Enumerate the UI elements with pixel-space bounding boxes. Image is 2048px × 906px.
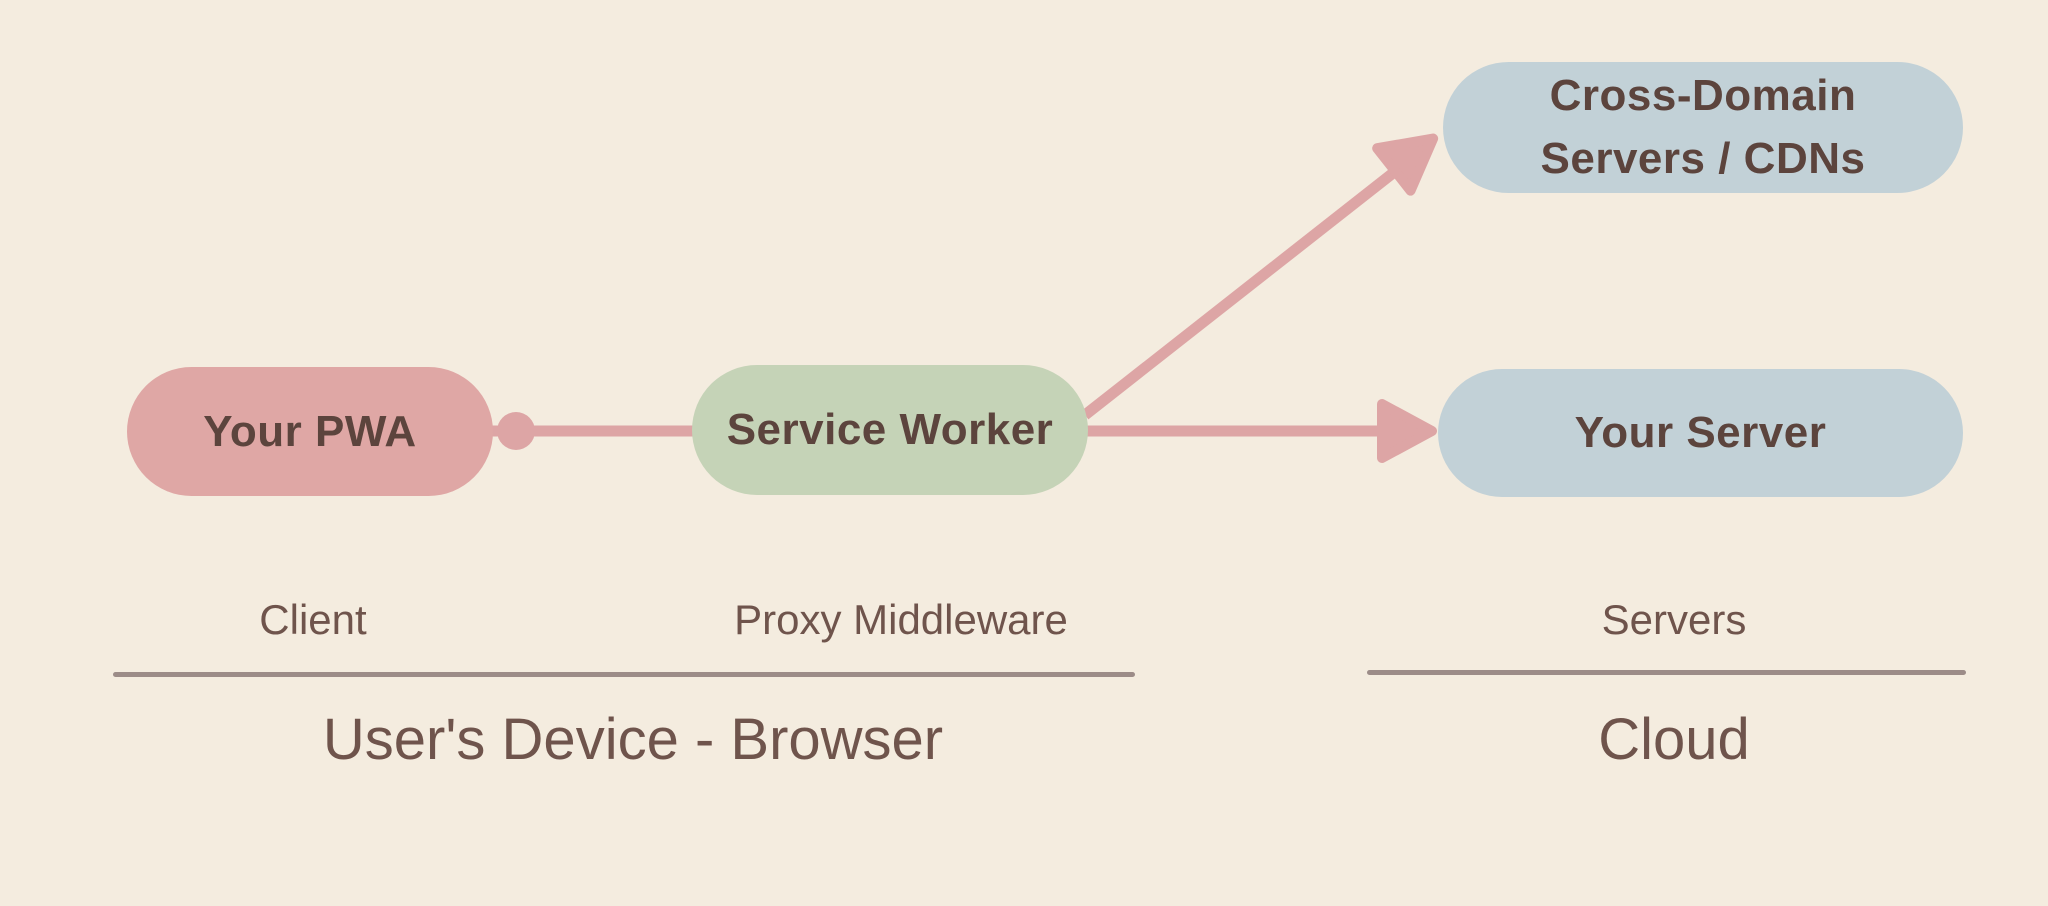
label-servers: Servers xyxy=(1601,596,1747,643)
label-proxy-middleware: Proxy Middleware xyxy=(734,596,1068,643)
node-cross-domain-servers: Cross-Domain Servers / CDNs xyxy=(1443,62,1963,193)
node-your-pwa-label: Your PWA xyxy=(203,406,417,456)
node-your-server: Your Server xyxy=(1438,369,1963,497)
cloud-group-divider xyxy=(1367,670,1966,675)
label-client: Client xyxy=(259,596,367,643)
arrowhead-to-cross-domain xyxy=(1372,133,1439,196)
device-group-divider xyxy=(113,672,1135,677)
node-service-worker: Service Worker xyxy=(692,365,1088,495)
label-cloud: Cloud xyxy=(1598,707,1750,772)
node-your-pwa: Your PWA xyxy=(127,367,493,496)
node-cross-domain-label-line2: Servers / CDNs xyxy=(1540,133,1866,183)
node-your-server-label: Your Server xyxy=(1574,408,1827,457)
label-users-device-browser: User's Device - Browser xyxy=(322,707,944,772)
node-service-worker-label: Service Worker xyxy=(726,405,1054,454)
service-worker-to-cross-domain-line xyxy=(1081,161,1406,420)
node-cross-domain-label-line1: Cross-Domain xyxy=(1549,71,1857,121)
pwa-connector-dot xyxy=(497,412,535,450)
arrowhead-to-your-server xyxy=(1377,399,1437,463)
